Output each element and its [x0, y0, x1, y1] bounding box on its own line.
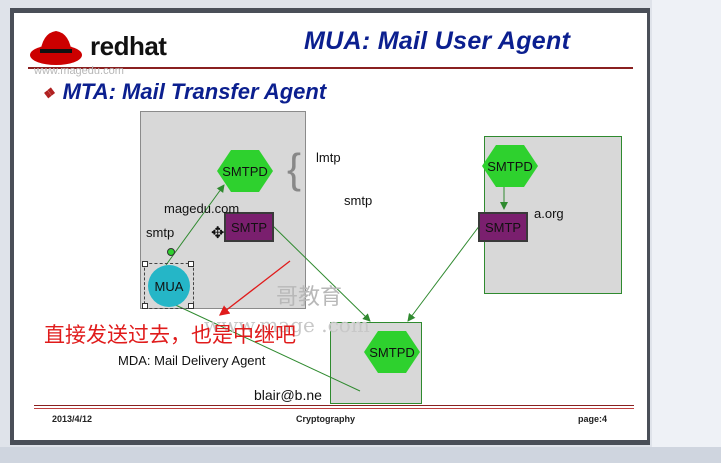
bullet-diamond-icon: ❖ [42, 84, 55, 101]
domain-label-right: a.org [534, 206, 564, 221]
footer-page: page:4 [578, 414, 608, 424]
slide-title: MUA: Mail User Agent [304, 27, 571, 55]
presentation-slide: redhat MUA: Mail User Agent www.magedu.c… [14, 13, 647, 440]
mua-selection-box[interactable] [144, 263, 194, 309]
redhat-logo-icon [30, 31, 82, 65]
resize-handle[interactable] [142, 303, 148, 309]
app-bottom-bar [0, 447, 721, 463]
footer-date: 2013/4/12 [52, 414, 93, 424]
smtpd-node-left: SMTPD [217, 150, 273, 192]
resize-handle[interactable] [188, 261, 194, 267]
annotation-text: 直接发送过去，也是中继吧 [44, 323, 296, 347]
watermark-top: www.magedu.com [34, 65, 124, 77]
smtp-label-mid: smtp [344, 193, 373, 208]
smtpd-node-bottom: SMTPD [364, 331, 420, 373]
footer-center: Cryptography [296, 414, 356, 424]
footer-divider-2 [34, 408, 634, 409]
brace-symbol: { [287, 145, 302, 192]
smtp-label-left: smtp [146, 225, 175, 240]
footer-divider [34, 405, 634, 406]
watermark-low: www.mage .com [204, 313, 370, 337]
app-side-panel [652, 0, 721, 463]
redhat-logo: redhat [28, 25, 188, 71]
watermark-mid: 哥教育 [276, 285, 343, 310]
lmtp-label: lmtp [316, 150, 341, 165]
bullet-text: MTA: Mail Transfer Agent [62, 79, 327, 104]
recipient-label: blair@b.ne [254, 387, 322, 403]
mua-node[interactable]: MUA [148, 265, 190, 307]
arrow-right-smtp-to-bottom [407, 224, 481, 322]
move-cursor-icon: ✥ [211, 225, 225, 242]
resize-handle[interactable] [188, 303, 194, 309]
title-divider [28, 67, 633, 69]
mda-label: MDA: Mail Delivery Agent [118, 353, 266, 368]
rotate-handle[interactable] [167, 248, 175, 256]
domain-label-left: magedu.com [164, 201, 240, 216]
resize-handle[interactable] [142, 261, 148, 267]
smtp-node-left: SMTP [224, 212, 274, 242]
logo-wordmark: redhat [90, 31, 167, 61]
bullet-mta: ❖ MTA: Mail Transfer Agent [42, 79, 326, 105]
smtp-node-right: SMTP [478, 212, 528, 242]
